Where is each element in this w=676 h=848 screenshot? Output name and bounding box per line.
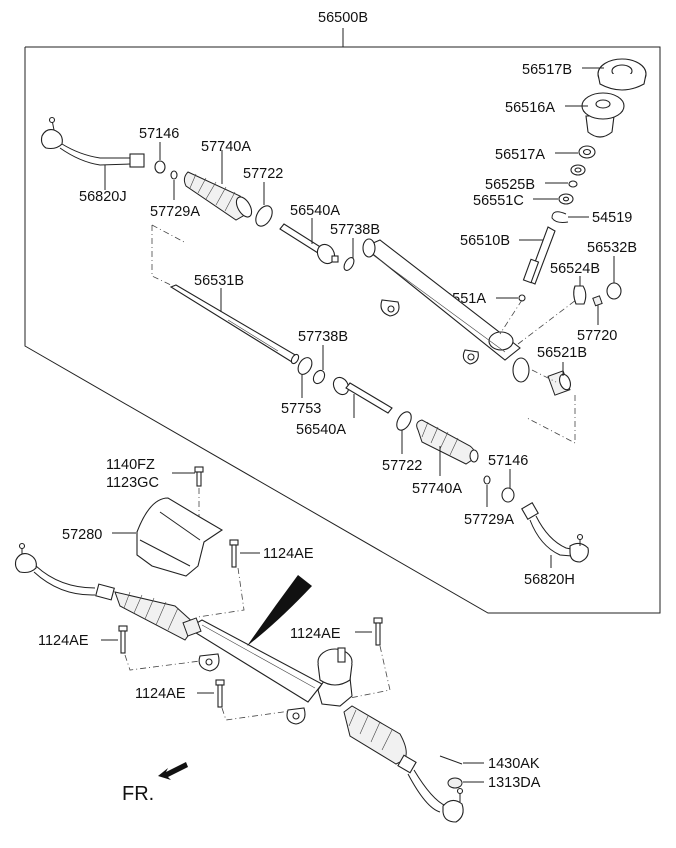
part-1124AE-bolt-a[interactable] bbox=[229, 539, 239, 568]
label-57146-right[interactable]: 57146 bbox=[488, 453, 528, 469]
part-56517B[interactable] bbox=[597, 58, 647, 91]
label-57146-left[interactable]: 57146 bbox=[139, 126, 179, 142]
part-57753[interactable] bbox=[295, 355, 314, 377]
label-1140FZ[interactable]: 1140FZ bbox=[106, 457, 155, 473]
part-57729A-right[interactable] bbox=[483, 475, 491, 485]
part-1313DA-castle-nut[interactable] bbox=[447, 777, 463, 789]
label-56531B[interactable]: 56531B bbox=[194, 273, 244, 289]
part-57740A-right[interactable] bbox=[416, 419, 479, 465]
label-56517A[interactable]: 56517A bbox=[495, 147, 545, 163]
label-56551C[interactable]: 56551C bbox=[473, 193, 524, 209]
part-1430AK-cotter-pin[interactable] bbox=[439, 755, 463, 765]
part-56820J[interactable] bbox=[40, 116, 145, 168]
label-57722-left[interactable]: 57722 bbox=[243, 166, 283, 182]
label-56532B[interactable]: 56532B bbox=[587, 240, 637, 256]
part-56525B[interactable] bbox=[568, 180, 578, 188]
part-56524B[interactable] bbox=[573, 285, 587, 305]
label-56517B[interactable]: 56517B bbox=[522, 62, 572, 78]
label-56524B[interactable]: 56524B bbox=[550, 261, 600, 277]
label-56540A-lower[interactable]: 56540A bbox=[296, 422, 346, 438]
label-56500B[interactable]: 56500B bbox=[318, 10, 368, 26]
part-56517A[interactable] bbox=[570, 145, 596, 176]
label-57740A-right[interactable]: 57740A bbox=[412, 481, 462, 497]
part-56551A[interactable] bbox=[518, 294, 526, 302]
part-56510B[interactable] bbox=[522, 226, 556, 285]
label-57722-right[interactable]: 57722 bbox=[382, 458, 422, 474]
part-56521B[interactable] bbox=[547, 370, 572, 396]
part-57722-left[interactable] bbox=[252, 203, 275, 229]
label-1313DA[interactable]: 1313DA bbox=[488, 775, 541, 791]
label-57729A-left[interactable]: 57729A bbox=[150, 204, 200, 220]
label-1124AE-b[interactable]: 1124AE bbox=[38, 633, 89, 649]
part-56516A[interactable] bbox=[581, 92, 625, 138]
label-57738B-middle[interactable]: 57738B bbox=[298, 329, 348, 345]
part-1140FZ-bolt[interactable] bbox=[194, 466, 204, 487]
label-56820J[interactable]: 56820J bbox=[79, 189, 127, 205]
part-1124AE-bolt-c[interactable] bbox=[373, 617, 383, 646]
part-1124AE-bolt-b[interactable] bbox=[118, 625, 128, 654]
part-rack-housing[interactable] bbox=[362, 238, 530, 383]
part-56531B[interactable] bbox=[169, 284, 300, 365]
label-57720[interactable]: 57720 bbox=[577, 328, 617, 344]
label-56510B[interactable]: 56510B bbox=[460, 233, 510, 249]
label-54519[interactable]: 54519 bbox=[592, 210, 632, 226]
part-54519[interactable] bbox=[551, 211, 569, 223]
part-57738B-upper[interactable] bbox=[342, 256, 356, 272]
label-1124AE-d[interactable]: 1124AE bbox=[135, 686, 186, 702]
part-57740A-left[interactable] bbox=[183, 171, 254, 221]
part-57720[interactable] bbox=[592, 295, 603, 307]
label-56820H[interactable]: 56820H bbox=[524, 572, 575, 588]
label-57753[interactable]: 57753 bbox=[281, 401, 321, 417]
pointer-wedge bbox=[247, 575, 312, 646]
part-56540A-upper[interactable] bbox=[279, 223, 339, 267]
label-57729A-right[interactable]: 57729A bbox=[464, 512, 514, 528]
label-56521B[interactable]: 56521B bbox=[537, 345, 587, 361]
part-57280-heat-shield[interactable] bbox=[136, 497, 224, 577]
part-57146-left[interactable] bbox=[154, 160, 166, 174]
label-1124AE-a[interactable]: 1124AE bbox=[263, 546, 314, 562]
part-56551C[interactable] bbox=[558, 193, 574, 205]
label-57738B-upper[interactable]: 57738B bbox=[330, 222, 380, 238]
front-direction-label: FR. bbox=[122, 783, 154, 805]
part-57738B-middle[interactable] bbox=[311, 368, 327, 385]
label-1430AK[interactable]: 1430AK bbox=[488, 756, 540, 772]
part-57722-right[interactable] bbox=[394, 409, 414, 432]
part-56532B[interactable] bbox=[606, 282, 622, 300]
part-57729A-left[interactable] bbox=[170, 170, 178, 180]
label-56540A-upper[interactable]: 56540A bbox=[290, 203, 340, 219]
part-1124AE-bolt-d[interactable] bbox=[215, 679, 225, 708]
label-56525B[interactable]: 56525B bbox=[485, 177, 535, 193]
label-1123GC[interactable]: 1123GC bbox=[106, 475, 159, 491]
part-57146-right[interactable] bbox=[501, 487, 515, 503]
part-steering-gear-assembly[interactable] bbox=[14, 542, 464, 823]
label-57740A-left[interactable]: 57740A bbox=[201, 139, 251, 155]
part-56540A-lower[interactable] bbox=[330, 375, 393, 414]
front-arrow-icon bbox=[158, 762, 188, 780]
label-57280[interactable]: 57280 bbox=[62, 527, 102, 543]
assembly-frame bbox=[24, 28, 661, 614]
label-1124AE-c[interactable]: 1124AE bbox=[290, 626, 341, 642]
label-56516A[interactable]: 56516A bbox=[505, 100, 555, 116]
part-56820H[interactable] bbox=[521, 502, 589, 563]
